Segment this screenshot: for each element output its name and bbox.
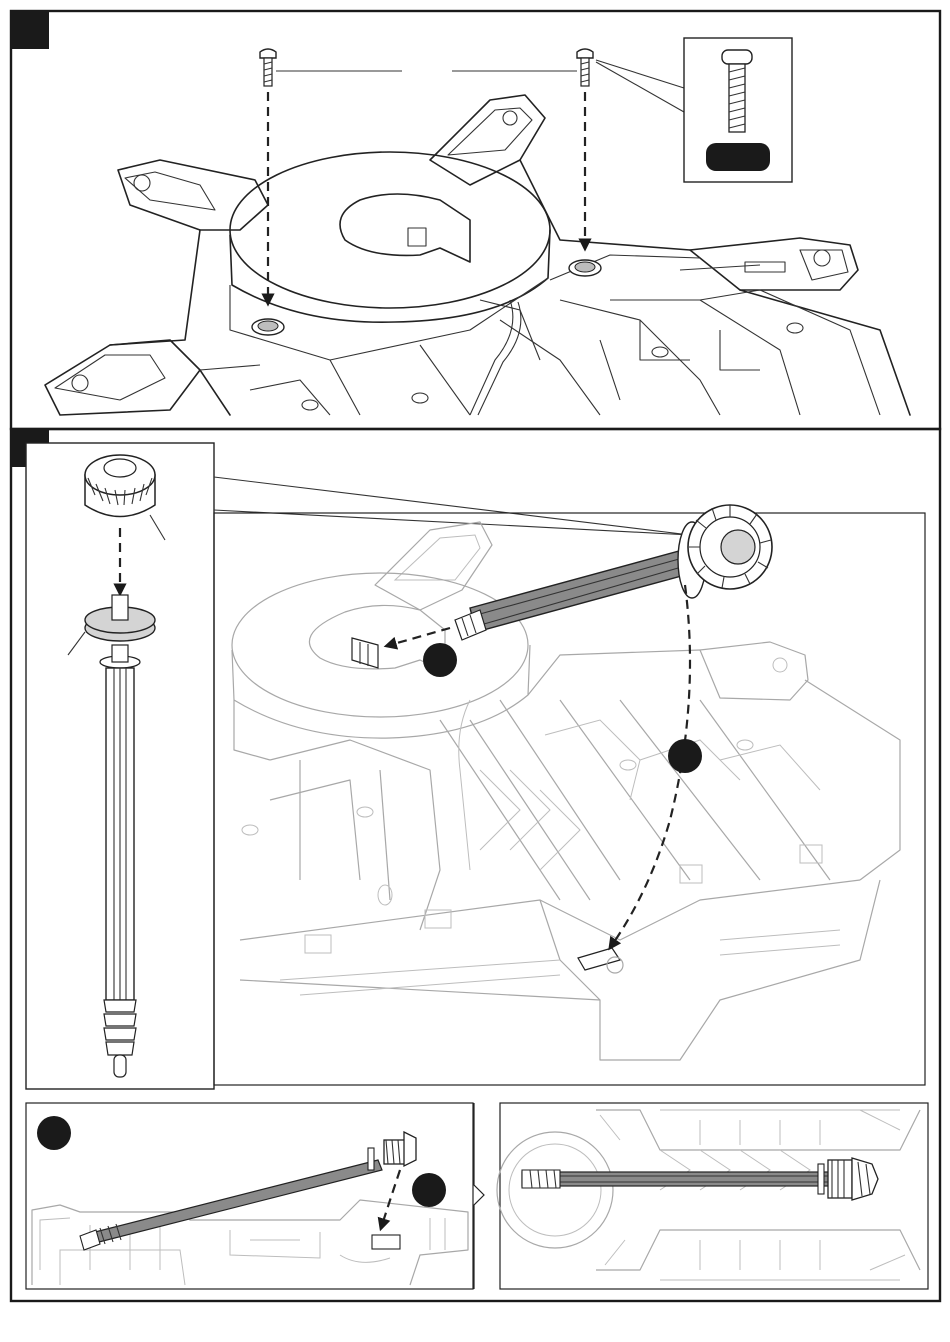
panel-step-1 — [11, 11, 940, 429]
marker-b — [668, 739, 702, 773]
screw-hole-left — [252, 319, 284, 335]
side-view-detail — [26, 1103, 473, 1289]
panel-1-frame — [11, 11, 940, 429]
marker-c — [37, 1116, 71, 1150]
screw-hole-right — [569, 260, 601, 276]
shaft-socket — [352, 638, 378, 668]
marker-d — [412, 1173, 446, 1207]
screw-icon — [577, 49, 593, 86]
chevron-right-icon — [474, 1103, 484, 1289]
arrow-insert-socket — [390, 628, 450, 645]
panel-step-2 — [11, 429, 940, 1301]
top-view-detail — [497, 1103, 928, 1289]
gear-knob-icon — [678, 505, 772, 598]
screw-icon — [260, 49, 276, 86]
drive-shaft-icon — [455, 548, 696, 640]
marker-a — [423, 643, 457, 677]
step-1-badge — [11, 11, 49, 49]
screw-label-badge — [706, 143, 770, 171]
drive-slot — [578, 948, 620, 970]
gear-knob-icon — [85, 455, 155, 517]
drive-shaft-icon — [100, 645, 140, 1077]
